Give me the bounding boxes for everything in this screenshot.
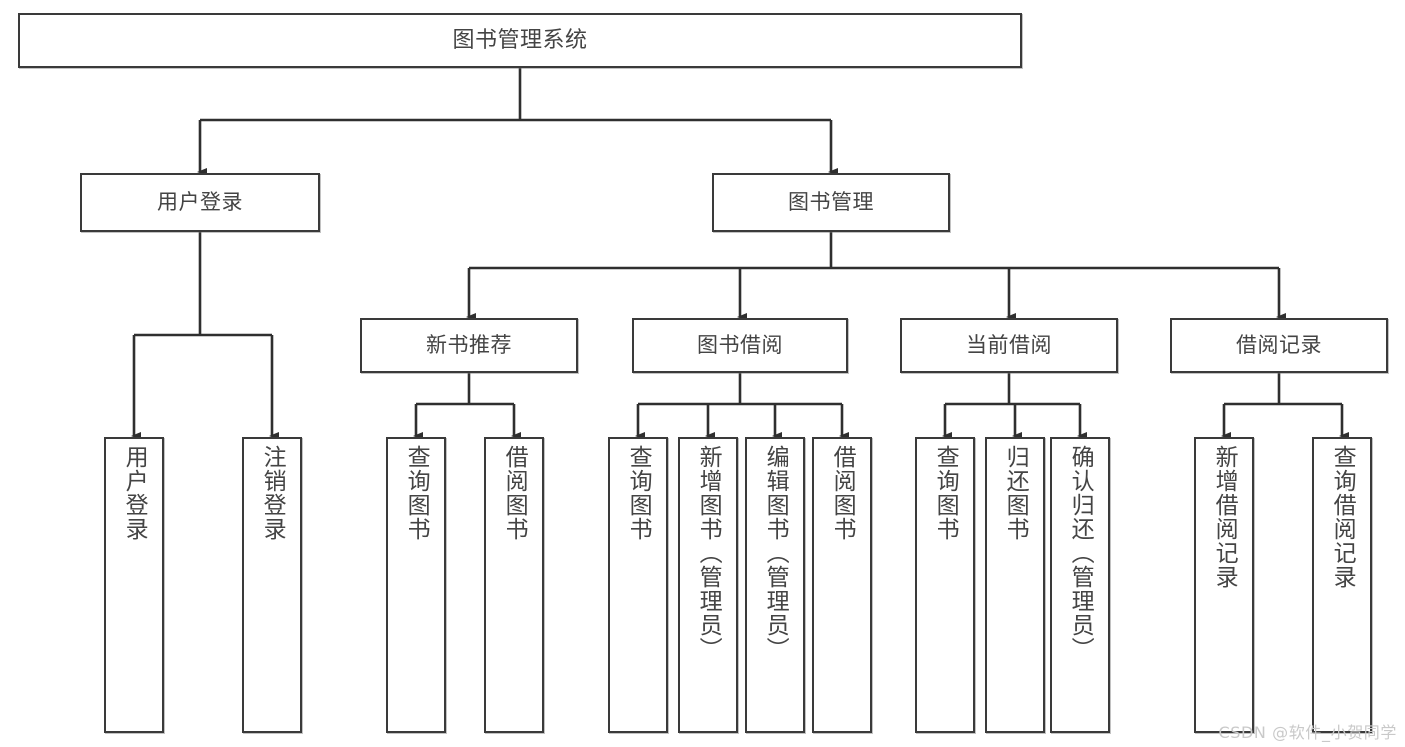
leaf-borrow-book[interactable]: 借阅图书 xyxy=(812,437,872,733)
node-root[interactable]: 图书管理系统 xyxy=(18,13,1022,68)
node-label: 当前借阅 xyxy=(966,333,1052,358)
node-label: 查询图书 xyxy=(403,445,430,541)
node-label: 用户登录 xyxy=(157,190,243,215)
node-book-borrow[interactable]: 图书借阅 xyxy=(632,318,848,373)
node-label: 借阅图书 xyxy=(501,445,528,541)
csdn-watermark: CSDN @软件_小贺同学 xyxy=(1218,723,1397,742)
leaf-add-book-admin[interactable]: 新增图书（管理员） xyxy=(678,437,738,733)
node-label: 借阅记录 xyxy=(1236,333,1322,358)
leaf-logout[interactable]: 注销登录 xyxy=(242,437,302,733)
leaf-user-login[interactable]: 用户登录 xyxy=(104,437,164,733)
node-label: 图书管理系统 xyxy=(452,27,588,53)
node-label: 查询图书 xyxy=(625,445,652,541)
node-label: 归还图书 xyxy=(1002,445,1029,541)
leaf-query-book-borrow[interactable]: 查询图书 xyxy=(608,437,668,733)
leaf-confirm-return-admin[interactable]: 确认归还（管理员） xyxy=(1050,437,1110,733)
node-borrow-record[interactable]: 借阅记录 xyxy=(1170,318,1388,373)
node-label: 查询图书 xyxy=(932,445,959,541)
node-label: 图书借阅 xyxy=(697,333,783,358)
node-label: 图书管理 xyxy=(788,190,874,215)
node-label: 用户登录 xyxy=(121,445,148,541)
leaf-query-book-recommend[interactable]: 查询图书 xyxy=(386,437,446,733)
leaf-add-borrow-record[interactable]: 新增借阅记录 xyxy=(1194,437,1254,733)
leaf-return-book[interactable]: 归还图书 xyxy=(985,437,1045,733)
node-label: 注销登录 xyxy=(259,445,286,541)
leaf-borrow-book-recommend[interactable]: 借阅图书 xyxy=(484,437,544,733)
node-label: 借阅图书 xyxy=(829,445,856,541)
leaf-query-borrow-record[interactable]: 查询借阅记录 xyxy=(1312,437,1372,733)
node-label: 确认归还（管理员） xyxy=(1067,445,1094,661)
node-label: 查询借阅记录 xyxy=(1329,445,1356,589)
leaf-query-book-current[interactable]: 查询图书 xyxy=(915,437,975,733)
node-new-book-recommend[interactable]: 新书推荐 xyxy=(360,318,578,373)
node-label: 新书推荐 xyxy=(426,333,512,358)
node-label: 编辑图书（管理员） xyxy=(762,445,789,661)
leaf-edit-book-admin[interactable]: 编辑图书（管理员） xyxy=(745,437,805,733)
node-current-borrow[interactable]: 当前借阅 xyxy=(900,318,1118,373)
node-label: 新增借阅记录 xyxy=(1211,445,1238,589)
node-book-management[interactable]: 图书管理 xyxy=(712,173,950,232)
node-user-login[interactable]: 用户登录 xyxy=(80,173,320,232)
node-label: 新增图书（管理员） xyxy=(695,445,722,661)
